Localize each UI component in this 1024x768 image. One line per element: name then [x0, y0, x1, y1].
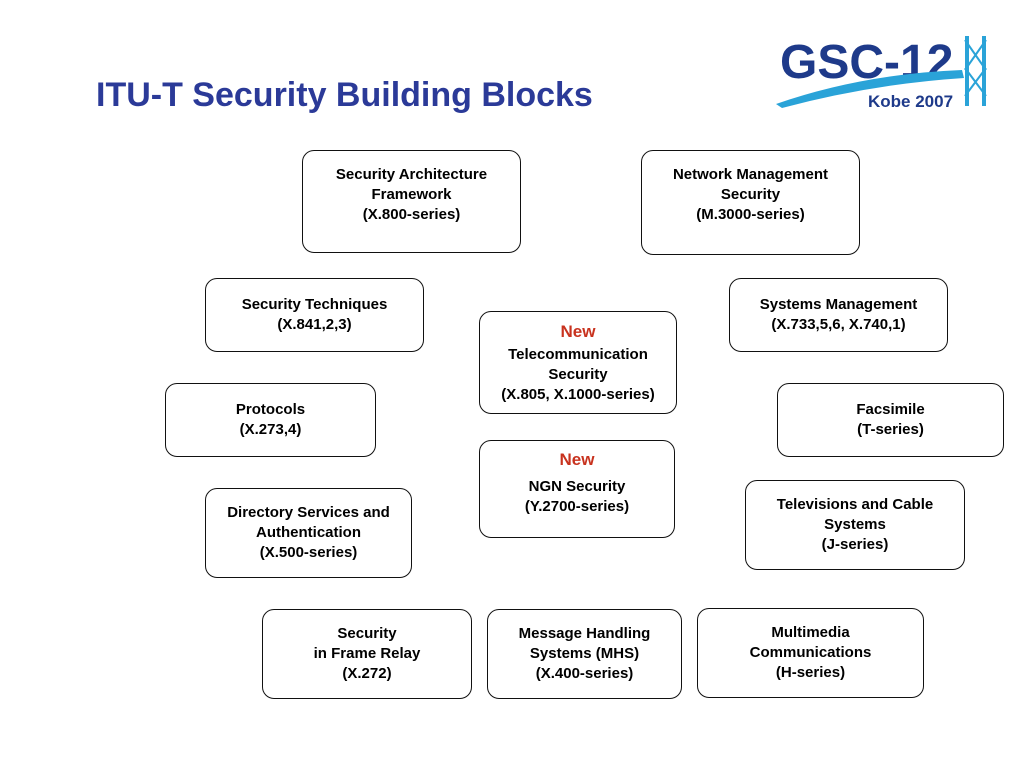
block-security-frame-relay: Security in Frame Relay (X.272): [262, 609, 472, 699]
block-protocols: Protocols (X.273,4): [165, 383, 376, 457]
block-security-architecture-framework: Security Architecture Framework (X.800-s…: [302, 150, 521, 253]
new-badge: New: [559, 450, 595, 469]
block-televisions-cable: Televisions and Cable Systems (J-series): [745, 480, 965, 570]
block-systems-management: Systems Management (X.733,5,6, X.740,1): [729, 278, 948, 352]
block-telecommunication-security: New Telecommunication Security (X.805, X…: [479, 311, 677, 414]
logo-swoosh: [776, 70, 964, 108]
block-message-handling: Message Handling Systems (MHS) (X.400-se…: [487, 609, 682, 699]
gsc-12-logo-graphic: GSC-12 Kobe 2007: [776, 36, 987, 111]
block-multimedia-communications: Multimedia Communications (H-series): [697, 608, 924, 698]
page-title: ITU-T Security Building Blocks: [96, 76, 593, 114]
block-directory-services: Directory Services and Authentication (X…: [205, 488, 412, 578]
block-ngn-security: New NGN Security (Y.2700-series): [479, 440, 675, 538]
gsc-12-logo: GSC-12 Kobe 2007: [772, 30, 994, 111]
block-facsimile: Facsimile (T-series): [777, 383, 1004, 457]
block-network-management-security: Network Management Security (M.3000-seri…: [641, 150, 860, 255]
logo-sub-text: Kobe 2007: [868, 92, 953, 110]
block-security-techniques: Security Techniques (X.841,2,3): [205, 278, 424, 352]
new-badge: New: [560, 321, 596, 341]
